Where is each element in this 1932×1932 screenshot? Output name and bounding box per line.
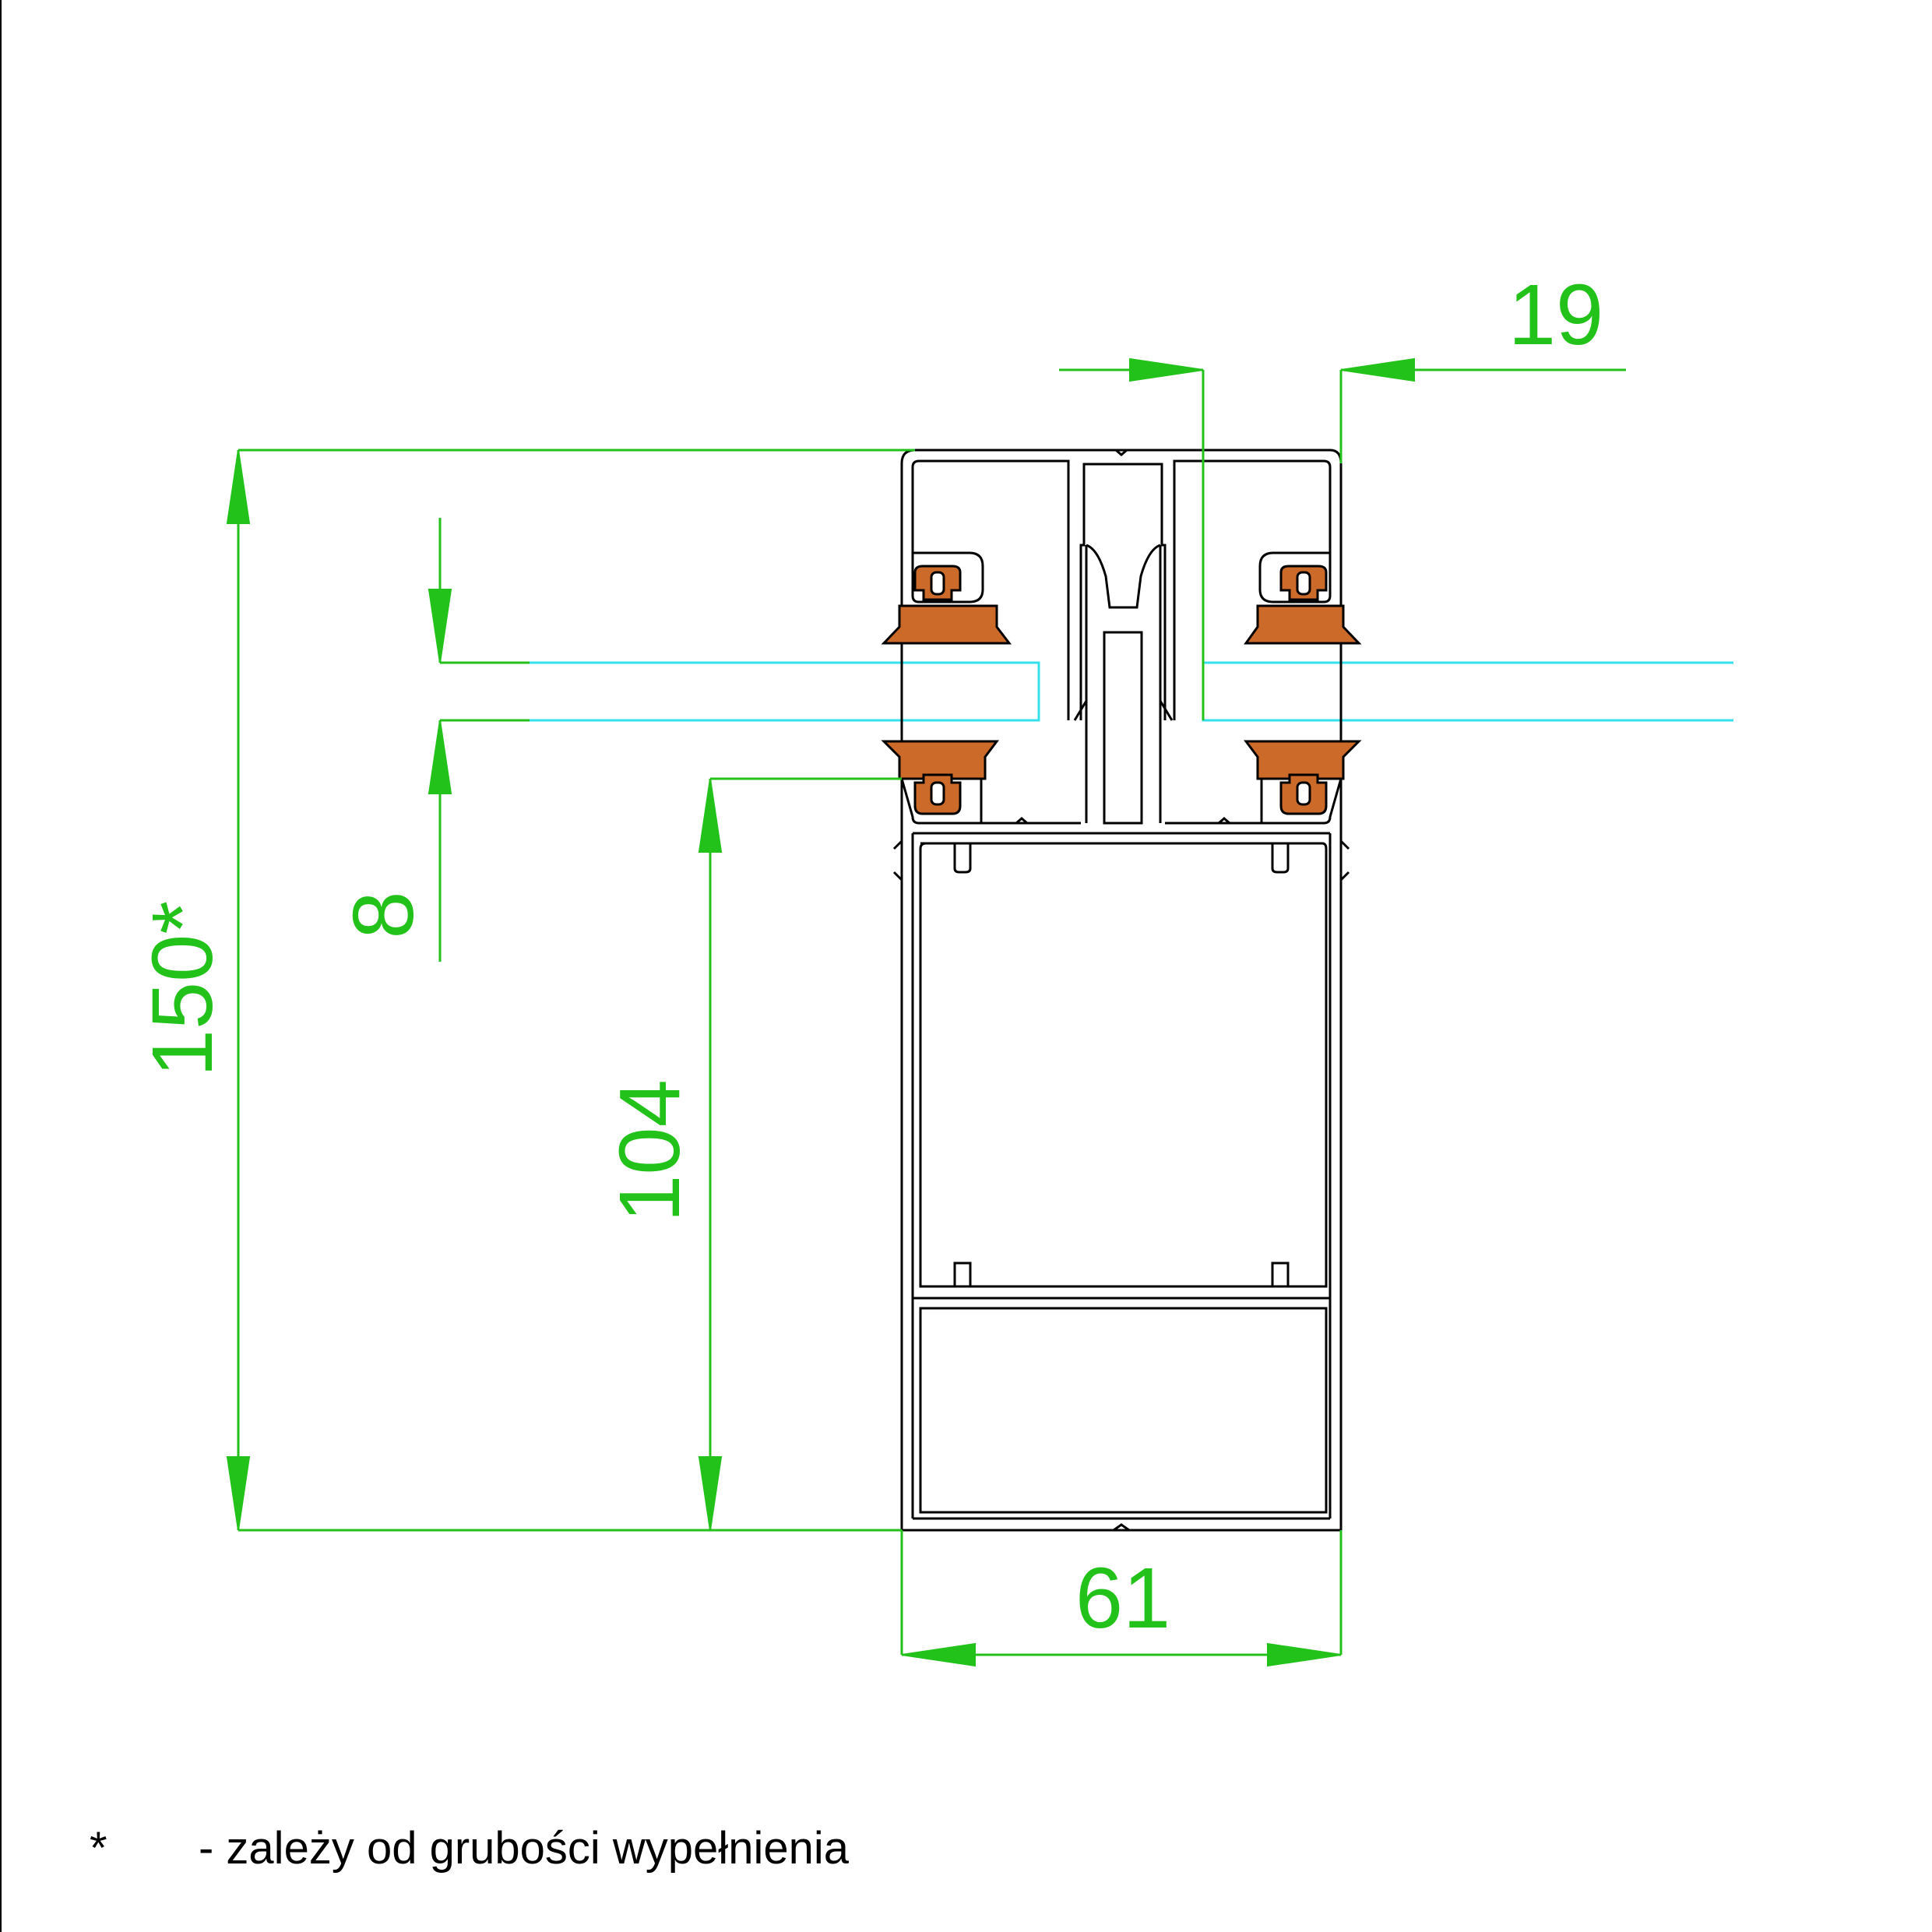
gasket-top-right bbox=[1244, 604, 1362, 645]
footnote-symbol: * bbox=[90, 1823, 107, 1874]
channel-bottom-left bbox=[900, 777, 983, 825]
center-stem-slot bbox=[1103, 631, 1143, 825]
arrow-8-bottom bbox=[428, 720, 452, 794]
gasket-top-left bbox=[881, 604, 1012, 645]
cap-inner-right bbox=[1173, 459, 1332, 720]
arrow-61-right bbox=[1267, 1642, 1342, 1667]
arrow-104-bottom bbox=[698, 1456, 723, 1531]
main-chamber-upper bbox=[919, 842, 1328, 1288]
profile-bottom-notch bbox=[1113, 1523, 1130, 1532]
dim-label-19: 19 bbox=[1508, 267, 1603, 363]
dimension-lines bbox=[237, 368, 1626, 1656]
dim-label-8: 8 bbox=[336, 891, 431, 938]
glass-right bbox=[1202, 661, 1733, 722]
arrow-19-right bbox=[1340, 357, 1415, 382]
lower-chamber bbox=[919, 1307, 1328, 1514]
arrow-61-left bbox=[901, 1642, 976, 1667]
arrow-150-bottom bbox=[226, 1456, 251, 1531]
gasket-bottom-right bbox=[1244, 740, 1362, 780]
profile-top-notch bbox=[1115, 449, 1128, 456]
arrow-150-top bbox=[226, 449, 251, 524]
chamber-lug-top-left bbox=[953, 843, 972, 874]
center-stem-clip bbox=[1086, 544, 1161, 609]
gasket-slots bbox=[930, 571, 1311, 806]
dim-label-104: 104 bbox=[602, 1079, 698, 1223]
chamber-lug-top-right bbox=[1271, 843, 1290, 874]
channel-bottom-right bbox=[1260, 777, 1343, 825]
glass-left bbox=[440, 661, 1040, 722]
gasket-bottom-left bbox=[881, 740, 999, 780]
channel-top-right bbox=[1258, 551, 1332, 604]
dimension-labels: 150* 8 104 61 19 bbox=[135, 267, 1603, 1646]
arrow-104-top bbox=[698, 778, 723, 853]
dimension-arrows bbox=[226, 357, 1415, 1667]
arrow-8-top bbox=[428, 589, 452, 663]
chamber-lug-bottom-right bbox=[1271, 1262, 1290, 1286]
dim-label-61: 61 bbox=[1075, 1550, 1170, 1646]
center-stem-outer bbox=[1079, 463, 1167, 720]
cap-inner-left bbox=[911, 459, 1070, 720]
footnote: * - zależy od grubości wypełnienia bbox=[90, 1822, 849, 1874]
gaskets bbox=[881, 565, 1362, 815]
chamber-lug-bottom-left bbox=[953, 1262, 972, 1286]
channel-top-left bbox=[911, 551, 984, 604]
footnote-text: - zależy od grubości wypełnienia bbox=[199, 1823, 849, 1874]
arrow-19-left bbox=[1129, 357, 1204, 382]
dim-label-150: 150* bbox=[135, 901, 231, 1077]
